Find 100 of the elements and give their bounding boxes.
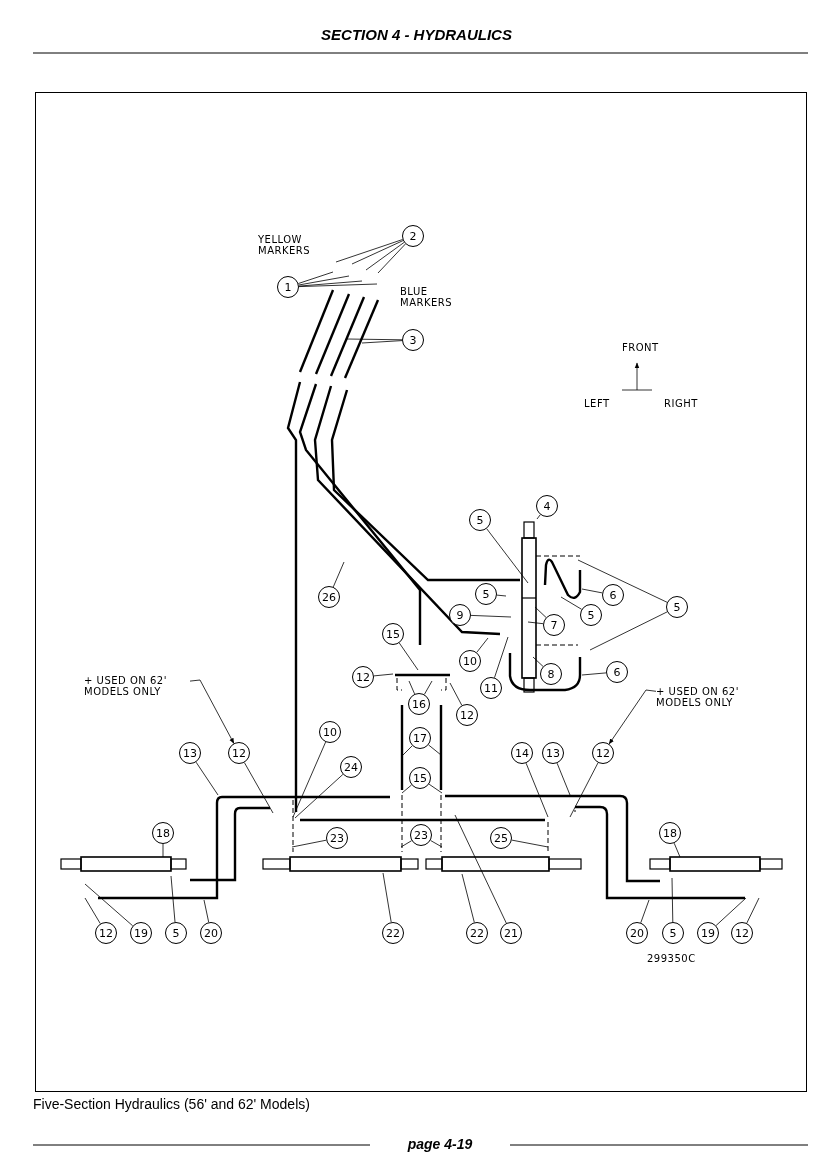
callout-number: 13 [179,742,201,764]
callout-number: 5 [469,509,491,531]
callout-number: 2 [402,225,424,247]
callout-number: 8 [540,663,562,685]
leader-line [84,883,134,927]
leader-line [536,514,541,520]
leader-line [401,784,412,794]
callout-number: 10 [459,650,481,672]
leader-line [203,899,210,923]
callout-number: 5 [662,922,684,944]
callout-number: 24 [340,756,362,778]
leader-line [400,840,412,848]
callout-number: 20 [200,922,222,944]
page-number: page 4-19 [370,1139,510,1150]
leader-line [673,842,681,858]
leader-line [589,611,668,651]
callout-number: 12 [456,704,478,726]
leader-line [195,761,219,796]
callout-number: 18 [152,822,174,844]
leader-line [486,528,529,584]
leader-line [365,242,405,271]
part-label: 299350C [647,953,696,964]
callout-number: 7 [543,614,565,636]
leader-line [560,596,582,610]
leader-line [298,283,378,287]
callout-number: 10 [319,721,341,743]
leader-line [715,897,747,926]
callout-number: 15 [409,767,431,789]
leader-line [449,682,463,706]
leader-line [244,762,274,814]
part-label: YELLOW MARKERS [258,234,312,256]
callout-number: 5 [475,583,497,605]
callout-number: 18 [659,822,681,844]
leader-line [454,814,507,924]
callout-number: 12 [352,666,374,688]
leader-line [470,615,512,618]
leader-line [402,745,413,756]
callout-number: 6 [606,661,628,683]
callout-number: 20 [626,922,648,944]
leader-line [430,840,443,848]
leader-line [569,762,599,818]
leader-line [382,872,392,923]
leader-line [525,762,549,818]
leader-line [532,656,544,667]
part-label: FRONT [622,342,659,353]
part-label: LEFT [584,398,610,409]
leader-line [640,899,650,924]
callout-number: 12 [228,742,250,764]
leader-line [671,877,674,923]
leader-line [428,783,443,794]
callout-number: 5 [165,922,187,944]
callout-number: 13 [542,742,564,764]
leader-line [298,275,350,286]
leader-line [361,340,403,344]
callout-number: 12 [731,922,753,944]
callout-number: 12 [592,742,614,764]
callout-number: 9 [449,604,471,626]
leader-line [496,594,507,597]
part-label: BLUE MARKERS [400,286,454,308]
leader-line [511,839,549,848]
callout-number: 12 [95,922,117,944]
section-heading: SECTION 4 - HYDRAULICS [320,26,513,43]
callout-number: 19 [697,922,719,944]
callout-number: 5 [580,604,602,626]
leader-line [428,744,442,756]
callout-number: 26 [318,586,340,608]
callout-number: 21 [500,922,522,944]
leader-line [534,606,547,618]
leader-line [170,875,176,923]
leader-line [398,642,419,671]
leader-line [377,243,406,274]
leader-line [292,741,326,818]
callout-number: 14 [511,742,533,764]
leader-line [346,338,403,341]
callout-number: 19 [130,922,152,944]
leader-line [424,680,433,695]
callout-number: 11 [480,677,502,699]
callout-number: 17 [409,727,431,749]
leader-line [162,843,164,858]
leader-line [494,636,509,678]
callout-number: 25 [490,827,512,849]
callout-number: 15 [382,623,404,645]
figure-caption: Five-Section Hydraulics (56' and 62' Models) [33,1096,310,1112]
leader-line [461,873,475,923]
leader-line [527,621,544,625]
leader-line [581,672,607,676]
leader-line [291,839,327,848]
callout-number: 6 [602,584,624,606]
leader-line [294,774,344,819]
leader-line [581,588,603,594]
leader-line [556,762,571,796]
leader-line [84,897,101,924]
leader-line [373,673,394,677]
callout-number: 1 [277,276,299,298]
leader-line [351,240,404,265]
leader-line [408,680,415,695]
leader-line [577,559,668,603]
callout-number: 4 [536,495,558,517]
callout-number: 16 [408,693,430,715]
leader-line [298,271,334,284]
